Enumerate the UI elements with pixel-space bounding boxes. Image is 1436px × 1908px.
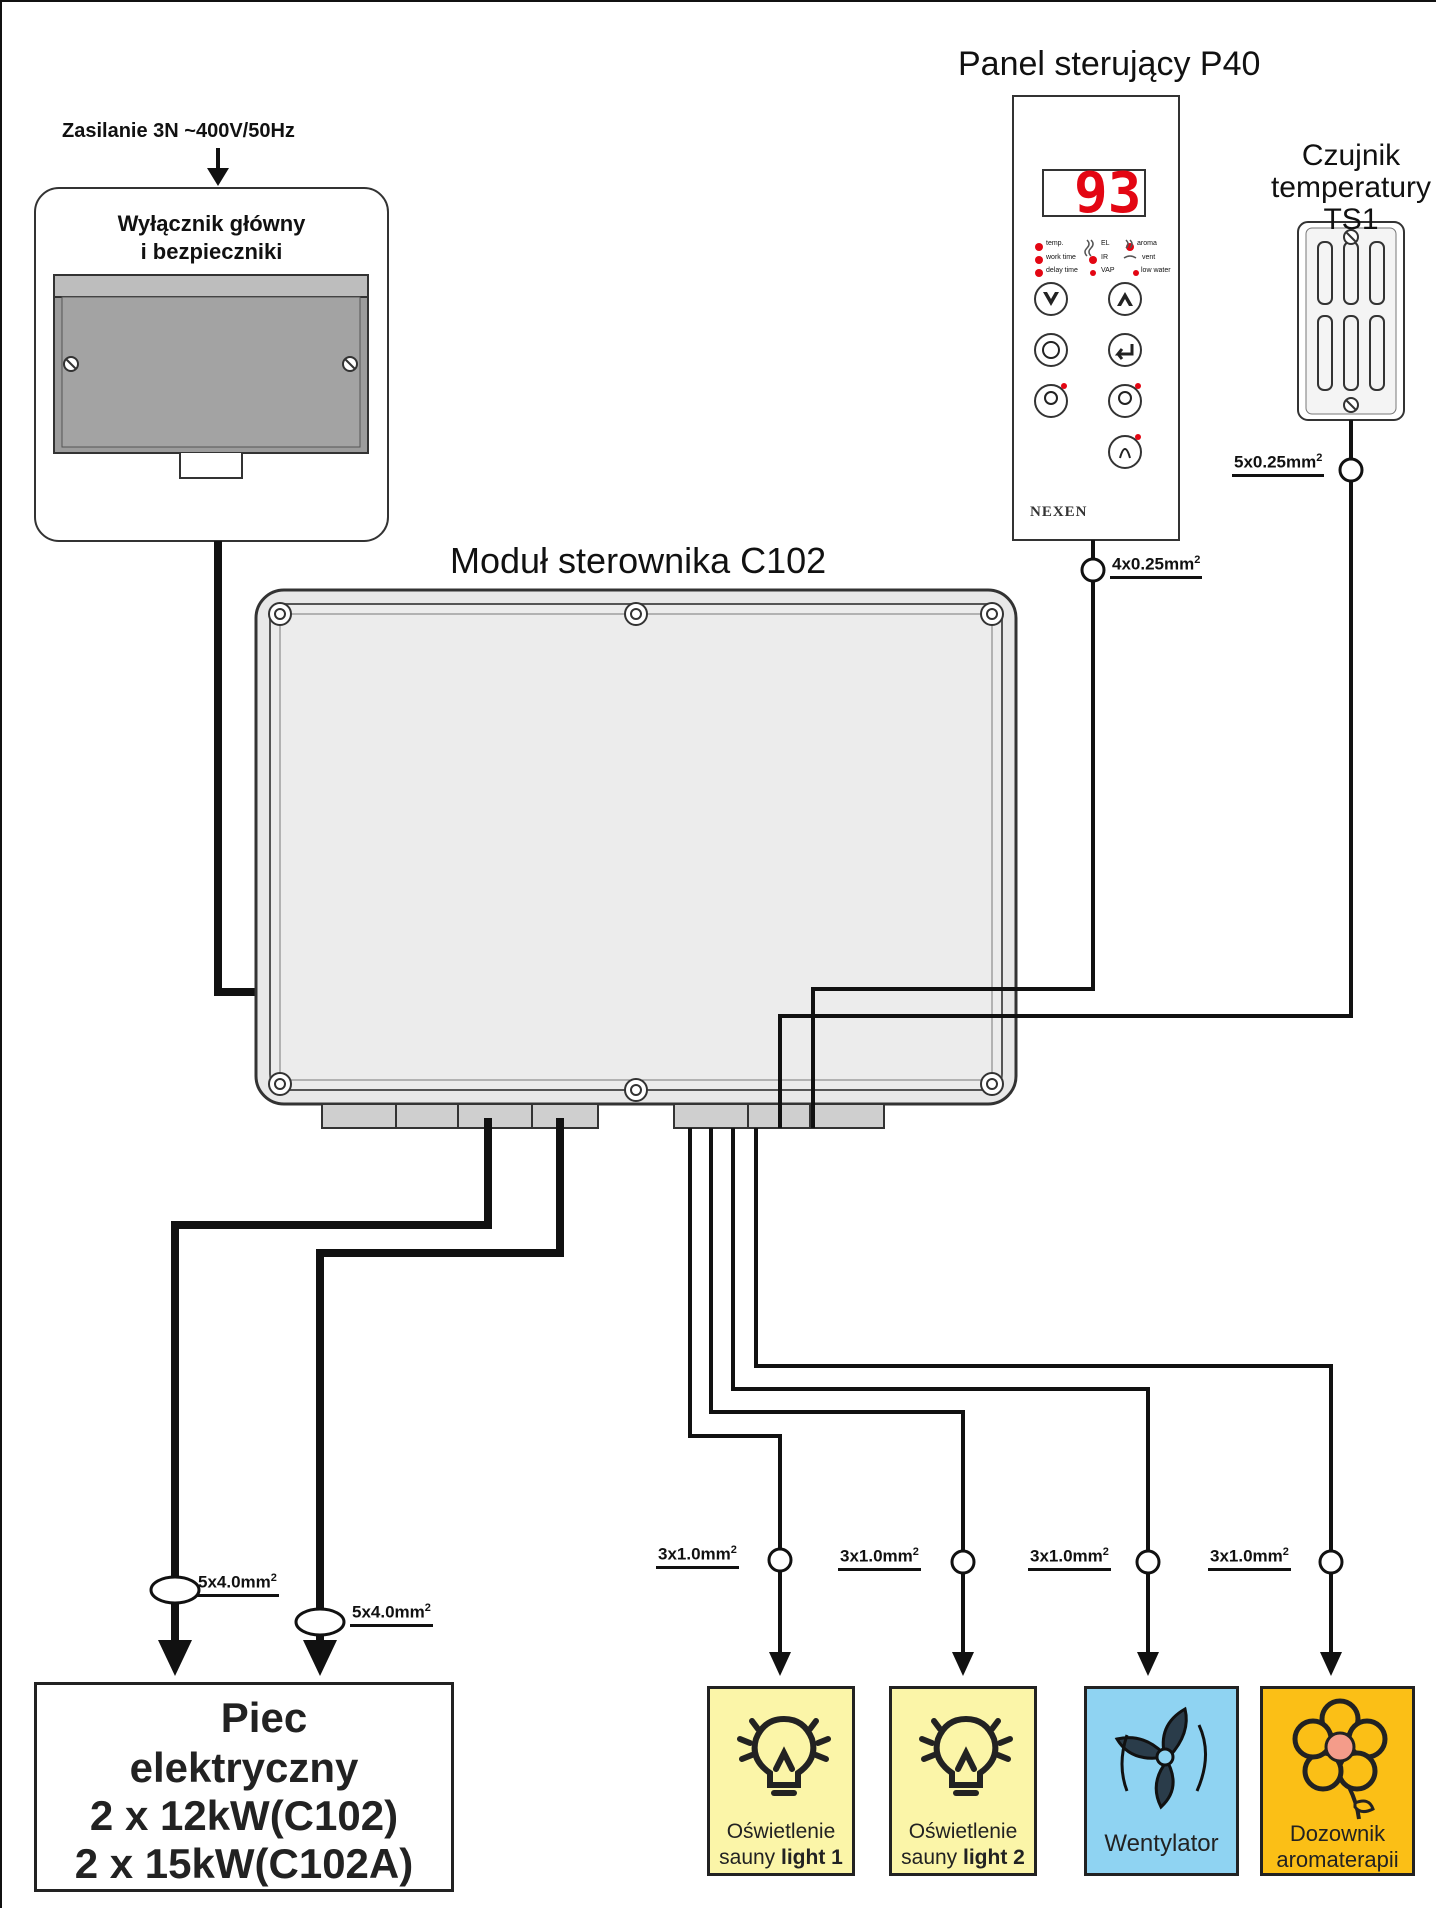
panel-buttons: [1034, 282, 1142, 469]
cable-label-sensor: 5x0.25mm2: [1232, 448, 1325, 477]
fan-label: Wentylator: [1104, 1830, 1219, 1857]
panel-leds: [1035, 243, 1141, 440]
aroma-line1: Dozownik: [1289, 1821, 1386, 1846]
indicator-el: EL: [1101, 240, 1110, 247]
cable-label-fan: 3x1.0mm2: [1028, 1542, 1111, 1571]
sensor-title-line1: Czujnik: [1301, 139, 1401, 172]
heater-line-4: 2 x 15kW(C102A): [74, 1840, 414, 1887]
flower-icon: [1292, 1698, 1388, 1820]
heater-line-3: 2 x 12kW(C102): [89, 1792, 399, 1839]
device-aroma: Dozownik aromaterapii: [1260, 1686, 1415, 1876]
heater-cables: [171, 1118, 564, 1650]
light-2-line2: sauny light 2: [901, 1846, 1025, 1869]
arrowheads: [158, 1640, 1342, 1676]
lightbulb-icon: [919, 1715, 1013, 1796]
breaker-screw-right: [342, 356, 358, 372]
panel-display-value: 93: [1074, 161, 1142, 226]
sensor-title: Czujnik temperatury TS1: [1256, 140, 1436, 236]
module-screws: [268, 602, 1004, 1102]
sensor-title-line3: TS1: [1323, 203, 1379, 236]
panel-button-icons: [1042, 292, 1134, 459]
control-panel-p40: [1012, 95, 1180, 541]
cable-label-aroma: 3x1.0mm2: [1208, 1542, 1291, 1571]
cable-label-heater-1: 5x4.0mm2: [196, 1568, 279, 1597]
cable-label-panel: 4x0.25mm2: [1110, 550, 1203, 579]
electric-heater-box: Piec elektryczny 2 x 12kW(C102) 2 x 15kW…: [34, 1682, 454, 1892]
aroma-line2: aromaterapii: [1276, 1847, 1399, 1872]
supply-label: Zasilanie 3N ~400V/50Hz: [62, 120, 295, 142]
panel-led-icons: [1084, 239, 1137, 259]
indicator-ir: IR: [1101, 254, 1108, 261]
panel-title: Panel sterujący P40: [958, 45, 1261, 83]
temperature-sensor-ts1: [1297, 221, 1405, 421]
indicator-delay-time: delay time: [1046, 267, 1078, 274]
breaker-screw-left: [63, 356, 79, 372]
light-1-line1: Oświetlenie: [726, 1820, 836, 1843]
indicator-vap: VAP: [1101, 267, 1115, 274]
controller-module: [254, 588, 1018, 1129]
cable-label-light-2: 3x1.0mm2: [838, 1542, 921, 1571]
heater-line-2: elektryczny: [129, 1744, 359, 1791]
light-2-line1: Oświetlenie: [908, 1820, 1018, 1843]
supply-arrow: [207, 148, 229, 186]
cable-label-heater-2: 5x4.0mm2: [350, 1598, 433, 1627]
indicator-aroma: aroma: [1137, 240, 1157, 247]
cable-markers: [149, 457, 1364, 1637]
indicator-work-time: work time: [1046, 254, 1076, 261]
sensor-title-line2: temperatury: [1270, 171, 1432, 204]
indicator-vent: vent: [1142, 254, 1156, 261]
breaker-title-line2: i bezpieczniki: [140, 239, 283, 264]
lightbulb-icon: [737, 1715, 831, 1796]
cable-label-light-1: 3x1.0mm2: [656, 1540, 739, 1569]
module-title: Moduł sterownika C102: [450, 540, 827, 581]
device-light-2: Oświetlenie sauny light 2: [889, 1686, 1037, 1876]
heater-line-1: Piec: [220, 1694, 308, 1741]
breaker-title-line1: Wyłącznik główny: [117, 211, 306, 236]
panel-brand: NEXEN: [1030, 504, 1088, 520]
fan-icon: [1114, 1706, 1208, 1810]
device-light-1: Oświetlenie sauny light 1: [707, 1686, 855, 1876]
control-cables: [688, 420, 1353, 1668]
cable-glands: [321, 1103, 885, 1129]
device-fan: Wentylator: [1084, 1686, 1239, 1876]
main-breaker-box: [34, 187, 389, 542]
indicator-temp: temp.: [1046, 240, 1064, 247]
indicator-low-water: low water: [1141, 267, 1171, 274]
breaker-title: Wyłącznik główny i bezpieczniki: [35, 210, 388, 266]
light-1-line2: sauny light 1: [719, 1846, 843, 1869]
